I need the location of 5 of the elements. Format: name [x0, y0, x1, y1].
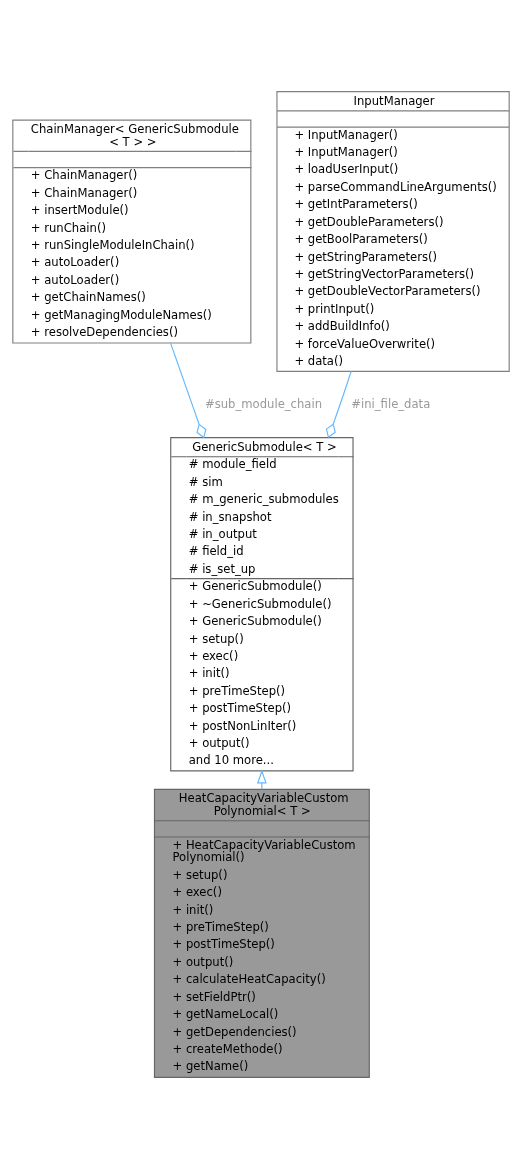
- arrow: [257, 768, 267, 790]
- edge-label: #ini_file_data: [351, 396, 431, 411]
- edge-label: #sub_module_chain: [204, 396, 323, 411]
- connector: [325, 370, 352, 438]
- connector: [170, 342, 207, 439]
